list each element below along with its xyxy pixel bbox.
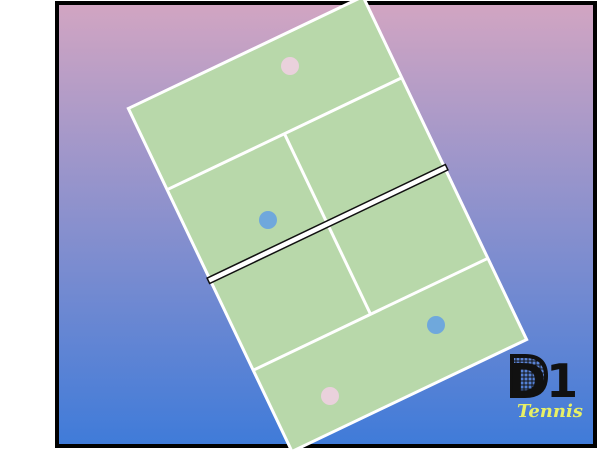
player-blue-lower[interactable] bbox=[427, 316, 445, 334]
service-line-top bbox=[166, 76, 403, 192]
player-pink-bottom[interactable] bbox=[321, 387, 339, 405]
player-blue-upper[interactable] bbox=[259, 211, 277, 229]
tennis-court bbox=[126, 0, 529, 450]
d1-tennis-logo: D1 Tennis bbox=[508, 354, 583, 422]
tennis-racket-icon bbox=[510, 354, 549, 398]
net bbox=[206, 163, 449, 285]
logo-sub-text: Tennis bbox=[517, 401, 583, 422]
logo-main-text: D1 bbox=[508, 354, 578, 408]
player-pink-top[interactable] bbox=[281, 57, 299, 75]
